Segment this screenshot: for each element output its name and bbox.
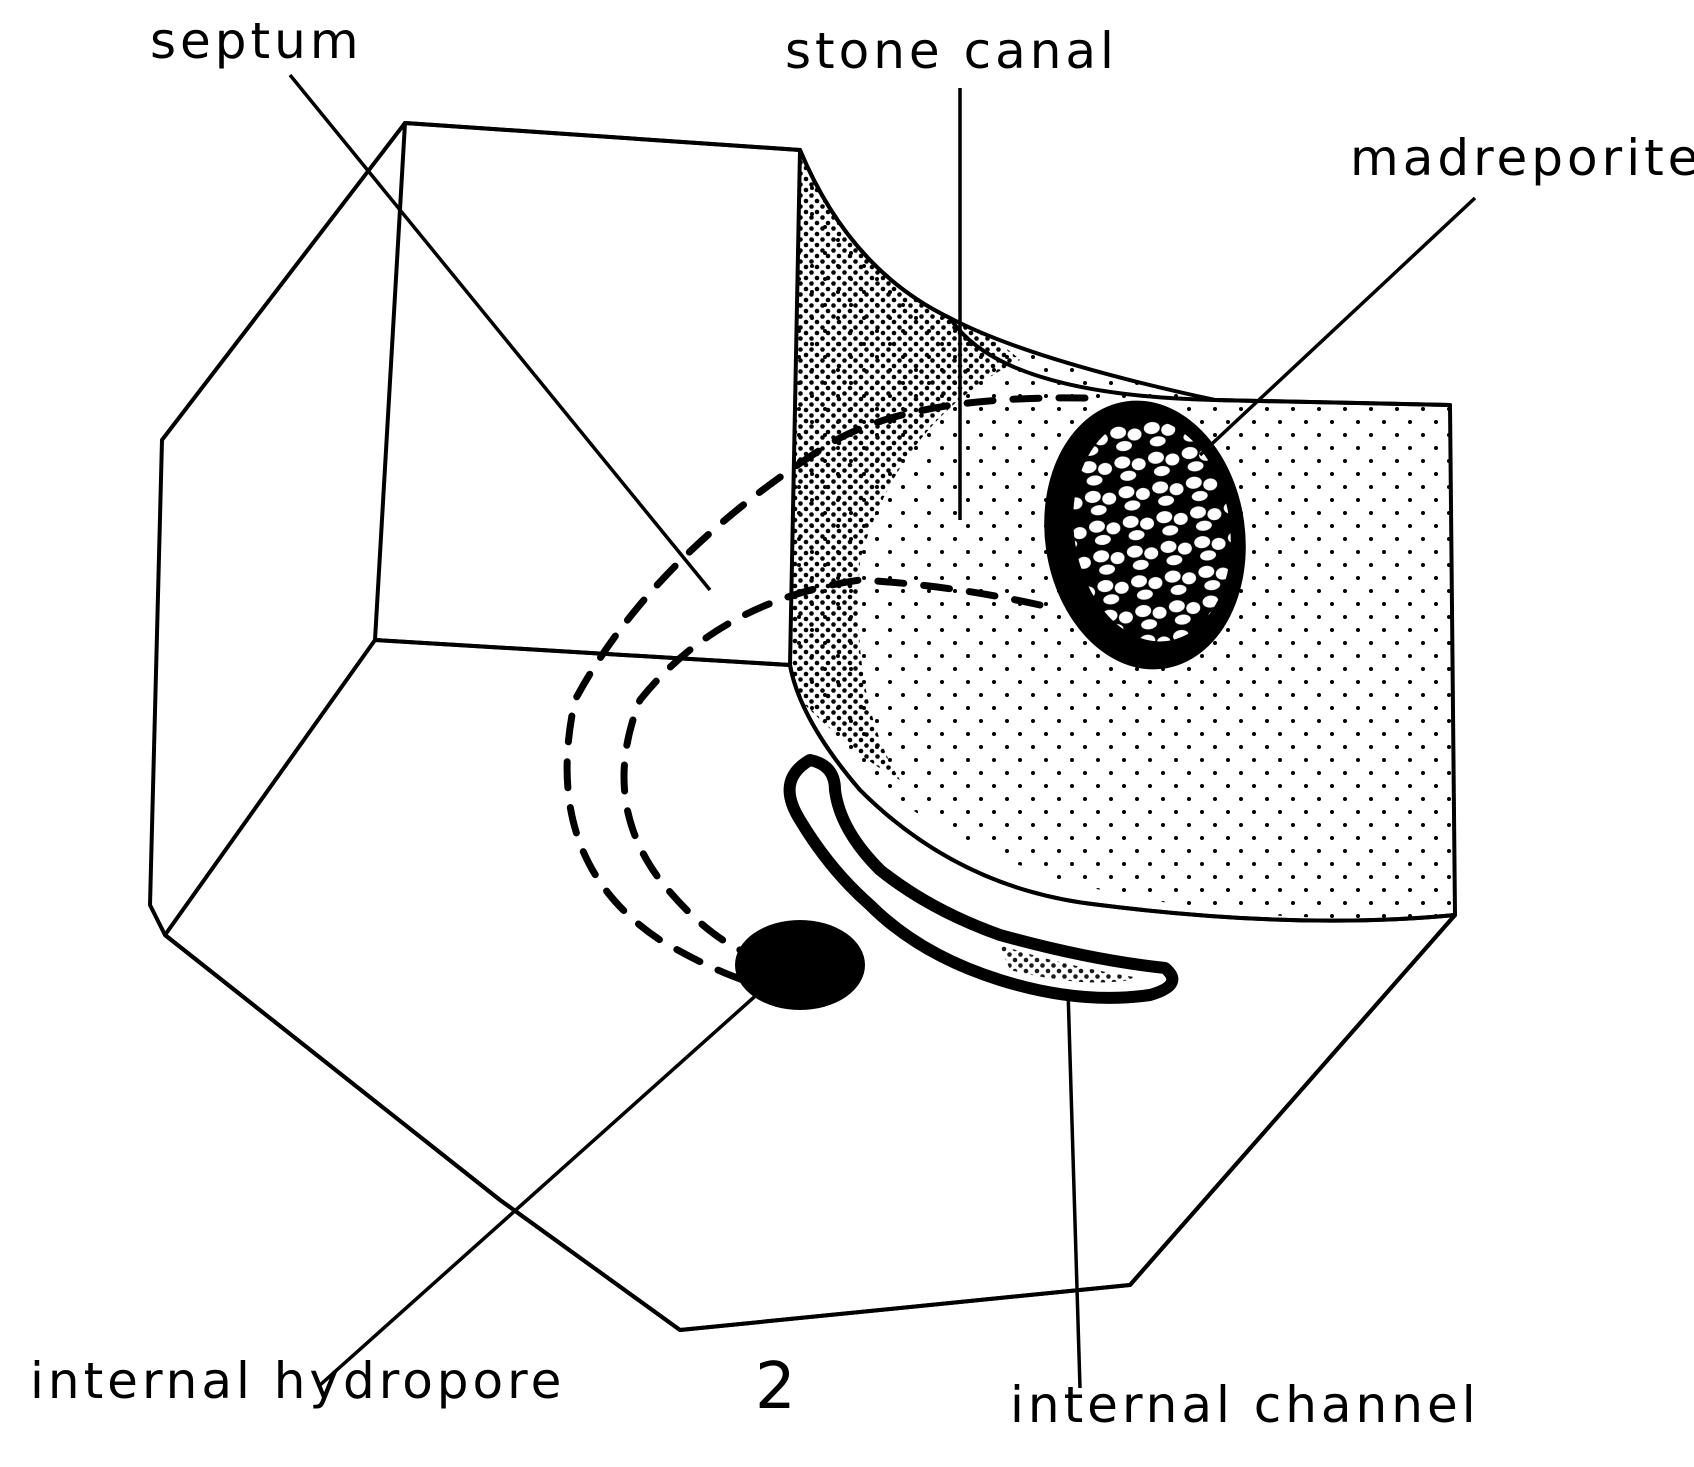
label-internal-hydropore: internal hydropore [30, 1352, 565, 1410]
label-madreporite: madreporite [1350, 129, 1694, 187]
label-septum: septum [150, 12, 363, 70]
leader-internal-channel [1068, 990, 1080, 1388]
internal-hydropore-opening [765, 936, 855, 988]
upper-panel [375, 123, 800, 665]
leader-internal-hydropore [320, 965, 790, 1385]
label-stone-canal: stone canal [785, 22, 1118, 80]
label-internal-channel: internal channel [1010, 1376, 1480, 1434]
leader-septum [290, 75, 710, 590]
figure-number: 2 [755, 1350, 796, 1424]
